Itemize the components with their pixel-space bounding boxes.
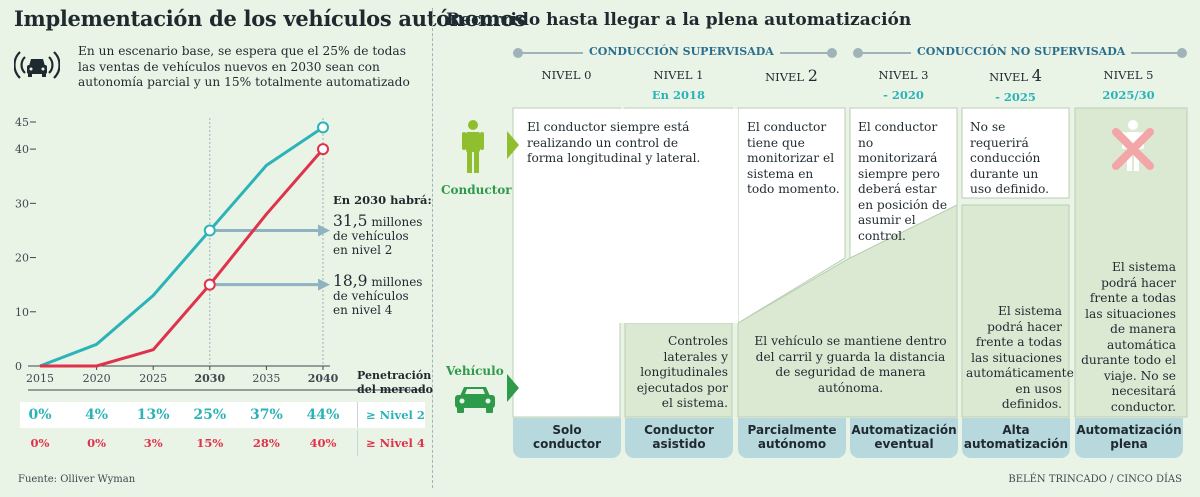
callout-nivel4: 18,9 millones de vehículos en nivel 4	[333, 272, 423, 317]
vehicle-box-1	[624, 322, 733, 418]
data-point-2040	[317, 143, 329, 156]
vehicle-arrow-icon	[507, 374, 519, 402]
table-cell: 44%	[306, 407, 340, 423]
source-note: Fuente: Olliver Wyman	[18, 474, 136, 485]
x-tick-label: 2025	[139, 372, 167, 385]
level-header-2: NIVEL 2	[765, 66, 818, 85]
y-tick-label: 45	[15, 116, 29, 129]
nivel2-row-label: ≥ Nivel 2	[357, 402, 425, 428]
series-line-nivel4	[40, 148, 325, 368]
callout-nivel2: 31,5 millones de vehículos en nivel 2	[333, 212, 423, 257]
data-point-2030	[203, 278, 216, 291]
driver-text-3: El conductor no monitorizará siempre per…	[858, 120, 948, 243]
callout-nivel4-value: 18,9	[333, 272, 368, 290]
x-tick-label: 2030	[194, 372, 225, 385]
callout-heading: En 2030 habrá:	[333, 193, 432, 207]
table-cell: 28%	[252, 436, 280, 450]
vehicle-box-2-3	[737, 204, 958, 418]
chart-title: Implementación de los vehículos autónomo…	[14, 6, 526, 31]
driver-person-icon	[462, 120, 484, 173]
table-cell: 37%	[249, 407, 283, 423]
chart-series	[39, 126, 325, 368]
callout-nivel4-text1: de vehículos	[333, 289, 409, 303]
driver-text-2: El conductor tiene que monitorizar el si…	[747, 120, 840, 196]
data-point-2030	[203, 224, 216, 237]
phase-no-supervisada: CONDUCCIÓN NO SUPERVISADA	[853, 45, 1187, 61]
y-tick-label: 10	[15, 306, 29, 319]
callout-nivel4-unit: millones	[371, 275, 423, 289]
vehicle-text-1: Controles laterales y longitudinales eje…	[636, 334, 728, 410]
callout-nivel4-text2: en nivel 4	[333, 303, 393, 317]
divider	[432, 8, 433, 488]
vehicle-car-icon	[455, 387, 495, 413]
nivel2-row: ≥ Nivel 2 0% 4% 13% 25% 37% 44%	[20, 402, 425, 428]
conductor-label: Conductor	[441, 183, 512, 197]
driver-text-4: No se requerirá conducción durante un us…	[970, 120, 1050, 196]
phase-supervisada: CONDUCCIÓN SUPERVISADA	[513, 45, 837, 61]
data-point-2040	[317, 121, 329, 134]
callout-nivel2-unit: millones	[371, 215, 423, 229]
table-cell: 0%	[87, 436, 107, 450]
vehicle-box-4	[961, 204, 1070, 418]
x-tick-label: 2020	[83, 372, 111, 385]
x-tick-label: 2015	[26, 372, 54, 385]
driver-arrow-icon	[507, 131, 519, 159]
y-tick-label: 30	[15, 197, 29, 210]
table-cell: 4%	[85, 407, 109, 423]
table-cell: 0%	[30, 436, 50, 450]
y-tick-label: 20	[15, 252, 29, 265]
table-cell: 3%	[143, 436, 163, 450]
vehiculo-label: Vehículo	[446, 364, 504, 378]
table-cell: 40%	[309, 436, 337, 450]
driver-box-3	[849, 107, 958, 259]
callout-arrowhead-1	[318, 278, 330, 291]
level-header-0: NIVEL 0	[541, 68, 592, 82]
series-line-nivel2	[39, 126, 324, 368]
nivel4-row: ≥ Nivel 4 0% 0% 3% 15% 28% 40%	[20, 430, 425, 456]
level-header-4: NIVEL 4- 2025	[989, 66, 1042, 105]
no-driver-icon	[1112, 120, 1154, 171]
table-cell: 15%	[196, 436, 224, 450]
x-tick-label: 2035	[252, 372, 280, 385]
callout-nivel2-text1: de vehículos	[333, 229, 409, 243]
y-tick-label: 40	[15, 143, 29, 156]
chart-markers	[203, 121, 329, 291]
table-cell: 0%	[28, 407, 52, 423]
vehicle-text-4: El sistema podrá hacer frente a todas la…	[966, 304, 1074, 411]
phase-no-supervisada-label: CONDUCCIÓN NO SUPERVISADA	[911, 45, 1132, 58]
intro-text: En un escenario base, se espera que el 2…	[78, 44, 410, 89]
y-tick-label: 0	[15, 360, 22, 373]
vehicle-text-2: El vehículo se mantiene dentro del carri…	[754, 334, 947, 395]
x-tick-label: 2040	[308, 372, 339, 385]
driver-text-0: El conductor siempre está realizando un …	[527, 120, 701, 165]
callout-arrowhead-0	[318, 224, 330, 237]
phase-supervisada-label: CONDUCCIÓN SUPERVISADA	[583, 45, 780, 58]
vehicle-text-5: El sistema podrá hacer frente a todas la…	[1081, 260, 1176, 414]
table-cell: 13%	[136, 407, 170, 423]
callout-nivel2-text2: en nivel 2	[333, 243, 393, 257]
roadmap-title: Recorrido hasta llegar a la plena automa…	[446, 10, 912, 30]
chart-guides	[209, 118, 330, 366]
table-cell: 25%	[193, 407, 227, 423]
driver-box-merge	[514, 109, 738, 323]
credit-note: BELÉN TRINCADO / CINCO DÍAS	[1008, 474, 1182, 485]
autonomous-car-icon	[14, 51, 60, 79]
driver-box-4	[961, 107, 1070, 199]
callout-nivel2-value: 31,5	[333, 212, 368, 230]
level-header-3: NIVEL 3- 2020	[878, 68, 929, 102]
nivel4-row-label: ≥ Nivel 4	[357, 430, 425, 456]
